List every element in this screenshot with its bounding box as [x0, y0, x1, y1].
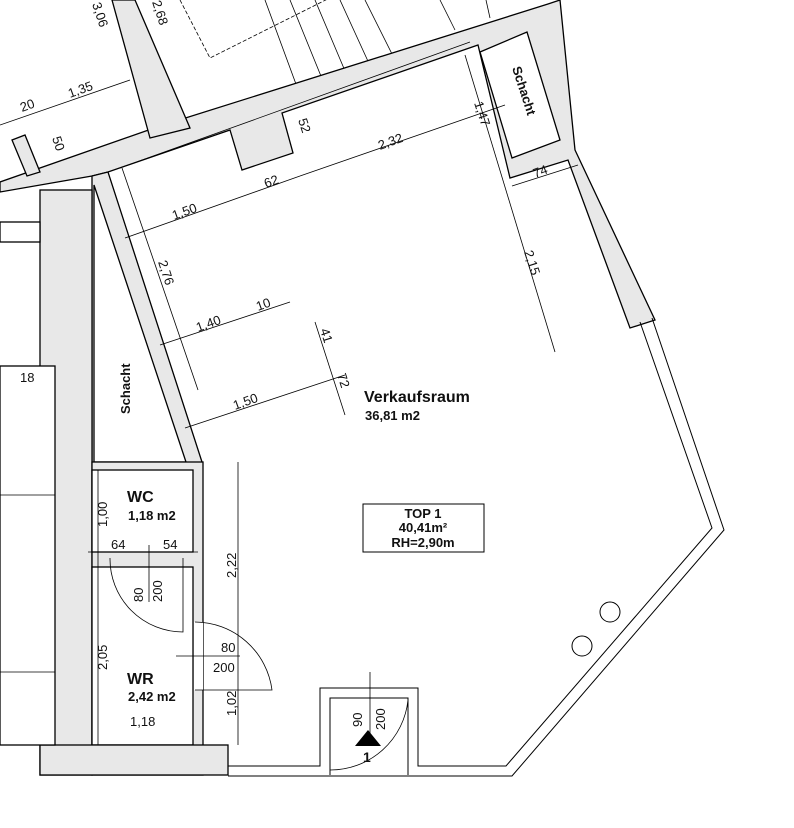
walls [0, 0, 656, 776]
dim-label: 1,47 [471, 99, 493, 128]
dim-label: 2,05 [95, 645, 110, 670]
dim-label: 52 [295, 116, 314, 134]
doors [109, 557, 409, 771]
staircase [179, 0, 491, 96]
column-marker [571, 635, 593, 657]
room-area-verkaufsraum: 36,81 m2 [365, 408, 420, 423]
dim-label: 1,18 [130, 714, 155, 729]
dim-label: 1,35 [66, 78, 95, 101]
dim-label: 72 [334, 371, 353, 389]
dim-label: 74 [531, 162, 550, 181]
room-area-wr: 2,42 m2 [128, 689, 176, 704]
dim-label: 200 [213, 660, 235, 675]
room-name-verkaufsraum: Verkaufsraum [364, 389, 470, 406]
room-name-wc: WC [127, 489, 154, 506]
dim-label: 20 [18, 96, 37, 115]
dim-label: 1,50 [231, 390, 260, 413]
dim-label: 41 [317, 326, 336, 344]
dim-label: 3,06 [89, 0, 111, 29]
dim-label: 64 [111, 537, 125, 552]
facade-glazing [228, 317, 725, 777]
room-area-wc: 1,18 m2 [128, 508, 176, 523]
dim-label: 62 [262, 172, 281, 191]
unit-room-height: RH=2,90m [391, 535, 454, 550]
dim-label: 54 [163, 537, 177, 552]
unit-title: TOP 1 [404, 506, 441, 521]
dim-label: 2,15 [521, 248, 543, 277]
dim-label: 90 [350, 713, 365, 727]
column-marker [599, 601, 621, 623]
entrance-arrow-icon [355, 730, 381, 746]
entrance-number: 1 [363, 749, 371, 765]
dim-label: 80 [221, 640, 235, 655]
dim-label: 2,76 [155, 258, 177, 287]
room-name-wr: WR [127, 671, 154, 688]
dim-label: 200 [373, 708, 388, 730]
dimension-lines [0, 41, 579, 746]
dim-label: 18 [20, 370, 34, 385]
dim-label: 1,40 [194, 312, 223, 335]
dim-label: 200 [150, 580, 165, 602]
dim-label: 2,68 [149, 0, 171, 27]
shaft-label-left: Schacht [118, 363, 133, 414]
dim-label: 50 [49, 134, 68, 152]
unit-area: 40,41m² [399, 520, 448, 535]
dim-label: 2,22 [224, 553, 239, 578]
unit-info-box: TOP 1 40,41m² RH=2,90m [362, 503, 485, 553]
dim-label: 1,50 [170, 200, 199, 223]
dim-label: 10 [254, 295, 273, 314]
dim-label: 1,00 [95, 502, 110, 527]
dimension-labels: 3,06 2,68 1,35 20 50 52 2,32 1,47 74 62 … [18, 0, 550, 730]
dim-label: 80 [131, 588, 146, 602]
dim-label: 2,32 [376, 130, 405, 153]
dim-label: 1,02 [224, 691, 239, 716]
